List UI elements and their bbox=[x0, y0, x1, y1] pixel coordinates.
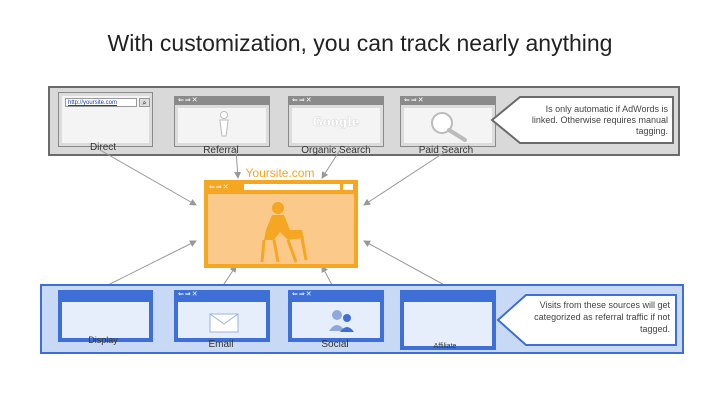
bottom-note-text: Visits from these sources will get categ… bbox=[534, 300, 670, 334]
browser-nav-icons: ⇐⇒✕ bbox=[178, 97, 199, 104]
display-label: Display bbox=[88, 335, 118, 345]
person-icon bbox=[217, 111, 231, 137]
email-window: ⇐⇒✕ bbox=[174, 290, 270, 342]
bottom-note-callout: Visits from these sources will get categ… bbox=[496, 293, 678, 347]
referral-window: ⇐⇒✕ bbox=[174, 96, 270, 147]
direct-window: http://yoursite.com ⌕ bbox=[58, 92, 153, 147]
sitting-person-icon bbox=[250, 200, 312, 264]
paid-window: ⇐⇒✕ bbox=[400, 96, 496, 147]
magnifier-icon bbox=[427, 110, 471, 142]
people-icon bbox=[327, 309, 355, 333]
social-label: Social bbox=[321, 339, 349, 350]
affiliate-label: Affiliate bbox=[433, 343, 457, 350]
google-logo: Google bbox=[312, 115, 360, 129]
browser-nav-icons: ⇐⇒✕ bbox=[292, 97, 313, 104]
slide-title: With customization, you can track nearly… bbox=[107, 30, 613, 56]
top-note-callout: Is only automatic if AdWords is linked. … bbox=[490, 95, 675, 145]
organic-window: ⇐⇒✕ Google bbox=[288, 96, 384, 147]
search-icon: ⌕ bbox=[139, 98, 150, 107]
address-bar: http://yoursite.com bbox=[65, 98, 137, 107]
yoursite-address-bar bbox=[244, 184, 340, 190]
display-window bbox=[58, 290, 153, 342]
browser-nav-icons: ⇐⇒✕ bbox=[404, 97, 425, 104]
email-label: Email bbox=[208, 339, 234, 350]
social-window: ⇐⇒✕ bbox=[288, 290, 384, 342]
paid-label: Paid Search bbox=[418, 145, 474, 156]
direct-label: Direct bbox=[89, 142, 117, 153]
yoursite-window: ⇐⇒✕ bbox=[204, 180, 358, 268]
affiliate-window bbox=[400, 290, 496, 350]
referral-label: Referral bbox=[203, 145, 239, 156]
yoursite-label: Yoursite.com bbox=[245, 166, 315, 180]
yoursite-search-box bbox=[343, 184, 353, 190]
top-note-text: Is only automatic if AdWords is linked. … bbox=[531, 104, 668, 136]
browser-nav-icons: ⇐⇒✕ bbox=[292, 291, 313, 298]
browser-nav-icons: ⇐⇒✕ bbox=[209, 184, 230, 191]
browser-nav-icons: ⇐⇒✕ bbox=[178, 291, 199, 298]
organic-label: Organic Search bbox=[301, 145, 371, 156]
envelope-icon bbox=[209, 313, 239, 333]
